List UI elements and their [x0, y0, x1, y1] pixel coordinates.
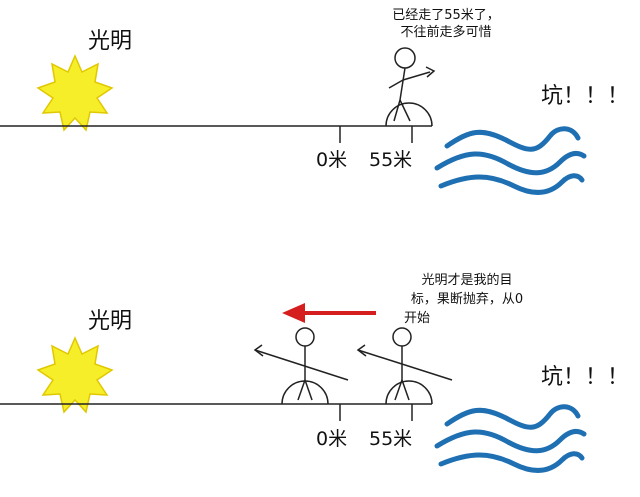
- bottom-panel: 光明 0米 55米: [0, 272, 629, 473]
- speech-line-2: 标，果断抛弃，从0: [411, 292, 523, 307]
- speech-line-1: 已经走了55米了，: [392, 8, 500, 23]
- sun-icon: [36, 336, 114, 414]
- stick-figure: [385, 47, 436, 127]
- stick-figure-at-zero: [253, 327, 349, 405]
- speech-line-2: 不往前走多可惜: [400, 24, 491, 40]
- light-label: 光明: [88, 29, 132, 54]
- pit-label: 坑！！！: [541, 365, 629, 390]
- stick-figure-at-55: [356, 327, 453, 405]
- red-back-arrow: [282, 303, 376, 323]
- light-label: 光明: [88, 309, 132, 334]
- water-waves: [434, 404, 587, 473]
- speech-line-1: 光明才是我的目: [421, 272, 512, 288]
- speech-line-3: 开始: [404, 311, 430, 326]
- water-waves: [434, 126, 587, 195]
- top-panel: 光明 0米 55米 已经走了55米了， 不往前走多可惜 坑！！！: [0, 8, 629, 195]
- marker-0-label: 0米: [316, 149, 347, 171]
- marker-0-label: 0米: [316, 428, 347, 450]
- marker-55-label: 55米: [369, 428, 412, 450]
- sun-icon: [36, 54, 114, 132]
- pit-label: 坑！！！: [541, 84, 629, 109]
- marker-55-label: 55米: [369, 149, 412, 171]
